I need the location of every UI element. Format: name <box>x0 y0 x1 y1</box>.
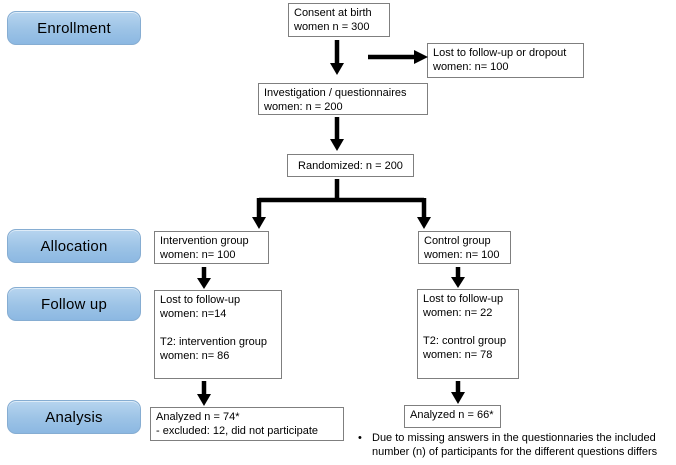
box-randomized: Randomized: n = 200 <box>287 154 414 177</box>
arrow-followup-intervention-down <box>197 381 211 406</box>
arrow-consent-down <box>330 40 344 75</box>
box-intervention-group: Intervention group women: n= 100 <box>154 231 269 264</box>
stage-label-enrollment: Enrollment <box>7 11 141 45</box>
box-followup-control: Lost to follow-up women: n= 22 T2: contr… <box>417 289 519 379</box>
stage-label-allocation: Allocation <box>7 229 141 263</box>
arrow-intervention-down <box>197 267 211 289</box>
arrow-investigation-down <box>330 117 344 151</box>
arrow-followup-control-down <box>451 381 465 404</box>
arrow-control-down <box>451 267 465 288</box>
box-control-group: Control group women: n= 100 <box>418 231 511 264</box>
stage-label-analysis: Analysis <box>7 400 141 434</box>
box-followup-intervention: Lost to follow-up women: n=14 T2: interv… <box>154 290 282 379</box>
footnote-text: Due to missing answers in the questionna… <box>372 432 658 458</box>
arrow-to-lost-dropout <box>368 50 428 64</box>
stage-label-follow-up: Follow up <box>7 287 141 321</box>
box-analyzed-intervention: Analyzed n = 74* - excluded: 12, did not… <box>150 407 344 441</box>
box-investigation: Investigation / questionnaires women: n … <box>258 83 428 115</box>
footnote-bullet: • <box>358 432 362 444</box>
box-consent: Consent at birth women n = 300 <box>288 3 390 37</box>
box-analyzed-control: Analyzed n = 66* <box>404 405 501 428</box>
box-lost-dropout: Lost to follow-up or dropout women: n= 1… <box>427 43 584 78</box>
footnote: • Due to missing answers in the question… <box>358 431 670 459</box>
branch-randomized <box>252 179 431 229</box>
